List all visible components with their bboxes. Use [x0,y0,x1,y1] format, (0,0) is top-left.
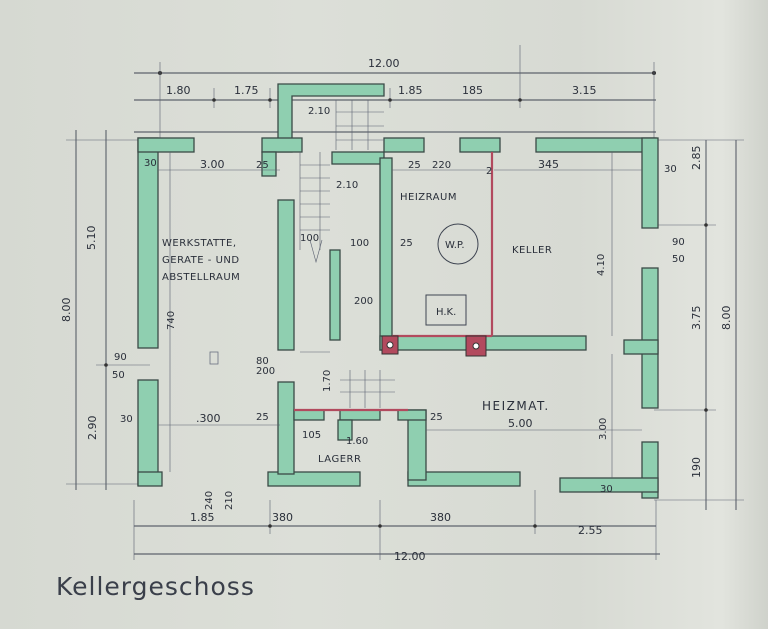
room-werkstatt-line3: ABSTELLRAUM [162,272,240,283]
dim-top-185b: 185 [462,84,483,97]
dim-220: 220 [432,160,451,171]
heat-pump-label: W.P. [445,240,465,251]
dim-right-190: 190 [690,457,703,478]
dim-right-285: 2.85 [690,146,703,171]
dim-200b: 200 [256,366,275,377]
floor-drain-symbol [209,351,219,365]
dim-bottom-185: 1.85 [190,511,215,524]
dim-300b: .300 [196,412,221,425]
dim-50-right: 50 [672,254,685,265]
room-keller: KELLER [512,245,552,256]
dim-300a: 3.00 [200,158,225,171]
dim-30-left-b: 30 [120,414,133,425]
dim-410: 4.10 [596,254,607,276]
dim-90-right: 90 [672,237,685,248]
room-lagerr: LAGERR [318,454,361,465]
dim-210: 210 [224,491,235,510]
dim-160: 1.60 [346,436,368,447]
dim-90-left: 90 [114,352,127,363]
boiler-label: H.K. [436,307,456,318]
dim-50-left: 50 [112,370,125,381]
dim-240: 240 [204,491,215,510]
dim-bottom-total: 12.00 [394,550,426,563]
dim-12-mark: 2 [486,166,492,177]
boiler-room-partition [294,152,494,412]
dim-top-315: 3.15 [572,84,597,97]
dim-105: 105 [302,430,321,441]
dim-500: 5.00 [508,417,533,430]
dim-25d: 25 [408,160,421,171]
dim-bottom-380a: 380 [272,511,293,524]
walls [137,83,659,499]
dim-top-175: 1.75 [234,84,259,97]
dim-25c: 25 [400,238,413,249]
dim-25b: 25 [256,412,269,423]
staircase [299,100,395,408]
dim-30-bottom: 30 [600,484,613,495]
room-werkstatt-line1: WERKSTATTE, [162,238,237,249]
room-werkstatt-line2: GERATE - UND [162,255,240,266]
dim-bottom-380b: 380 [430,511,451,524]
dimension-lines [66,45,744,560]
boiler-symbol [425,294,467,326]
dim-left-510: 5.10 [85,226,98,251]
dim-300c: 3.00 [598,418,609,440]
room-heizraum: HEIZRAUM [400,192,457,203]
dim-80: 80 [256,356,269,367]
dim-740: 740 [166,311,177,330]
dim-100a: 100 [300,233,319,244]
dim-170: 1.70 [322,370,333,392]
dim-25e: 25 [430,412,443,423]
drawing-title: Kellergeschoss [56,572,255,601]
dim-100b: 100 [350,238,369,249]
dim-left-290: 2.90 [86,416,99,441]
dim-210b: 2.10 [336,180,358,191]
dim-left-800: 8.00 [60,298,73,323]
room-heizmat: HEIZMAT. [482,399,550,413]
dim-30-left: 30 [144,158,157,169]
heat-pump-symbol [437,223,479,265]
dim-top-total: 12.00 [368,57,400,70]
dim-right-800: 8.00 [720,306,733,331]
dim-bottom-255: 2.55 [578,524,603,537]
dim-top-180: 1.80 [166,84,191,97]
dim-right-375: 3.75 [690,306,703,331]
dim-345: 345 [538,158,559,171]
interior-dimension-lines [158,152,642,478]
dim-25a: 25 [256,160,269,171]
dim-210a: 2.10 [308,106,330,117]
dim-200: 200 [354,296,373,307]
dim-30-right: 30 [664,164,677,175]
dim-top-185a: 1.85 [398,84,423,97]
